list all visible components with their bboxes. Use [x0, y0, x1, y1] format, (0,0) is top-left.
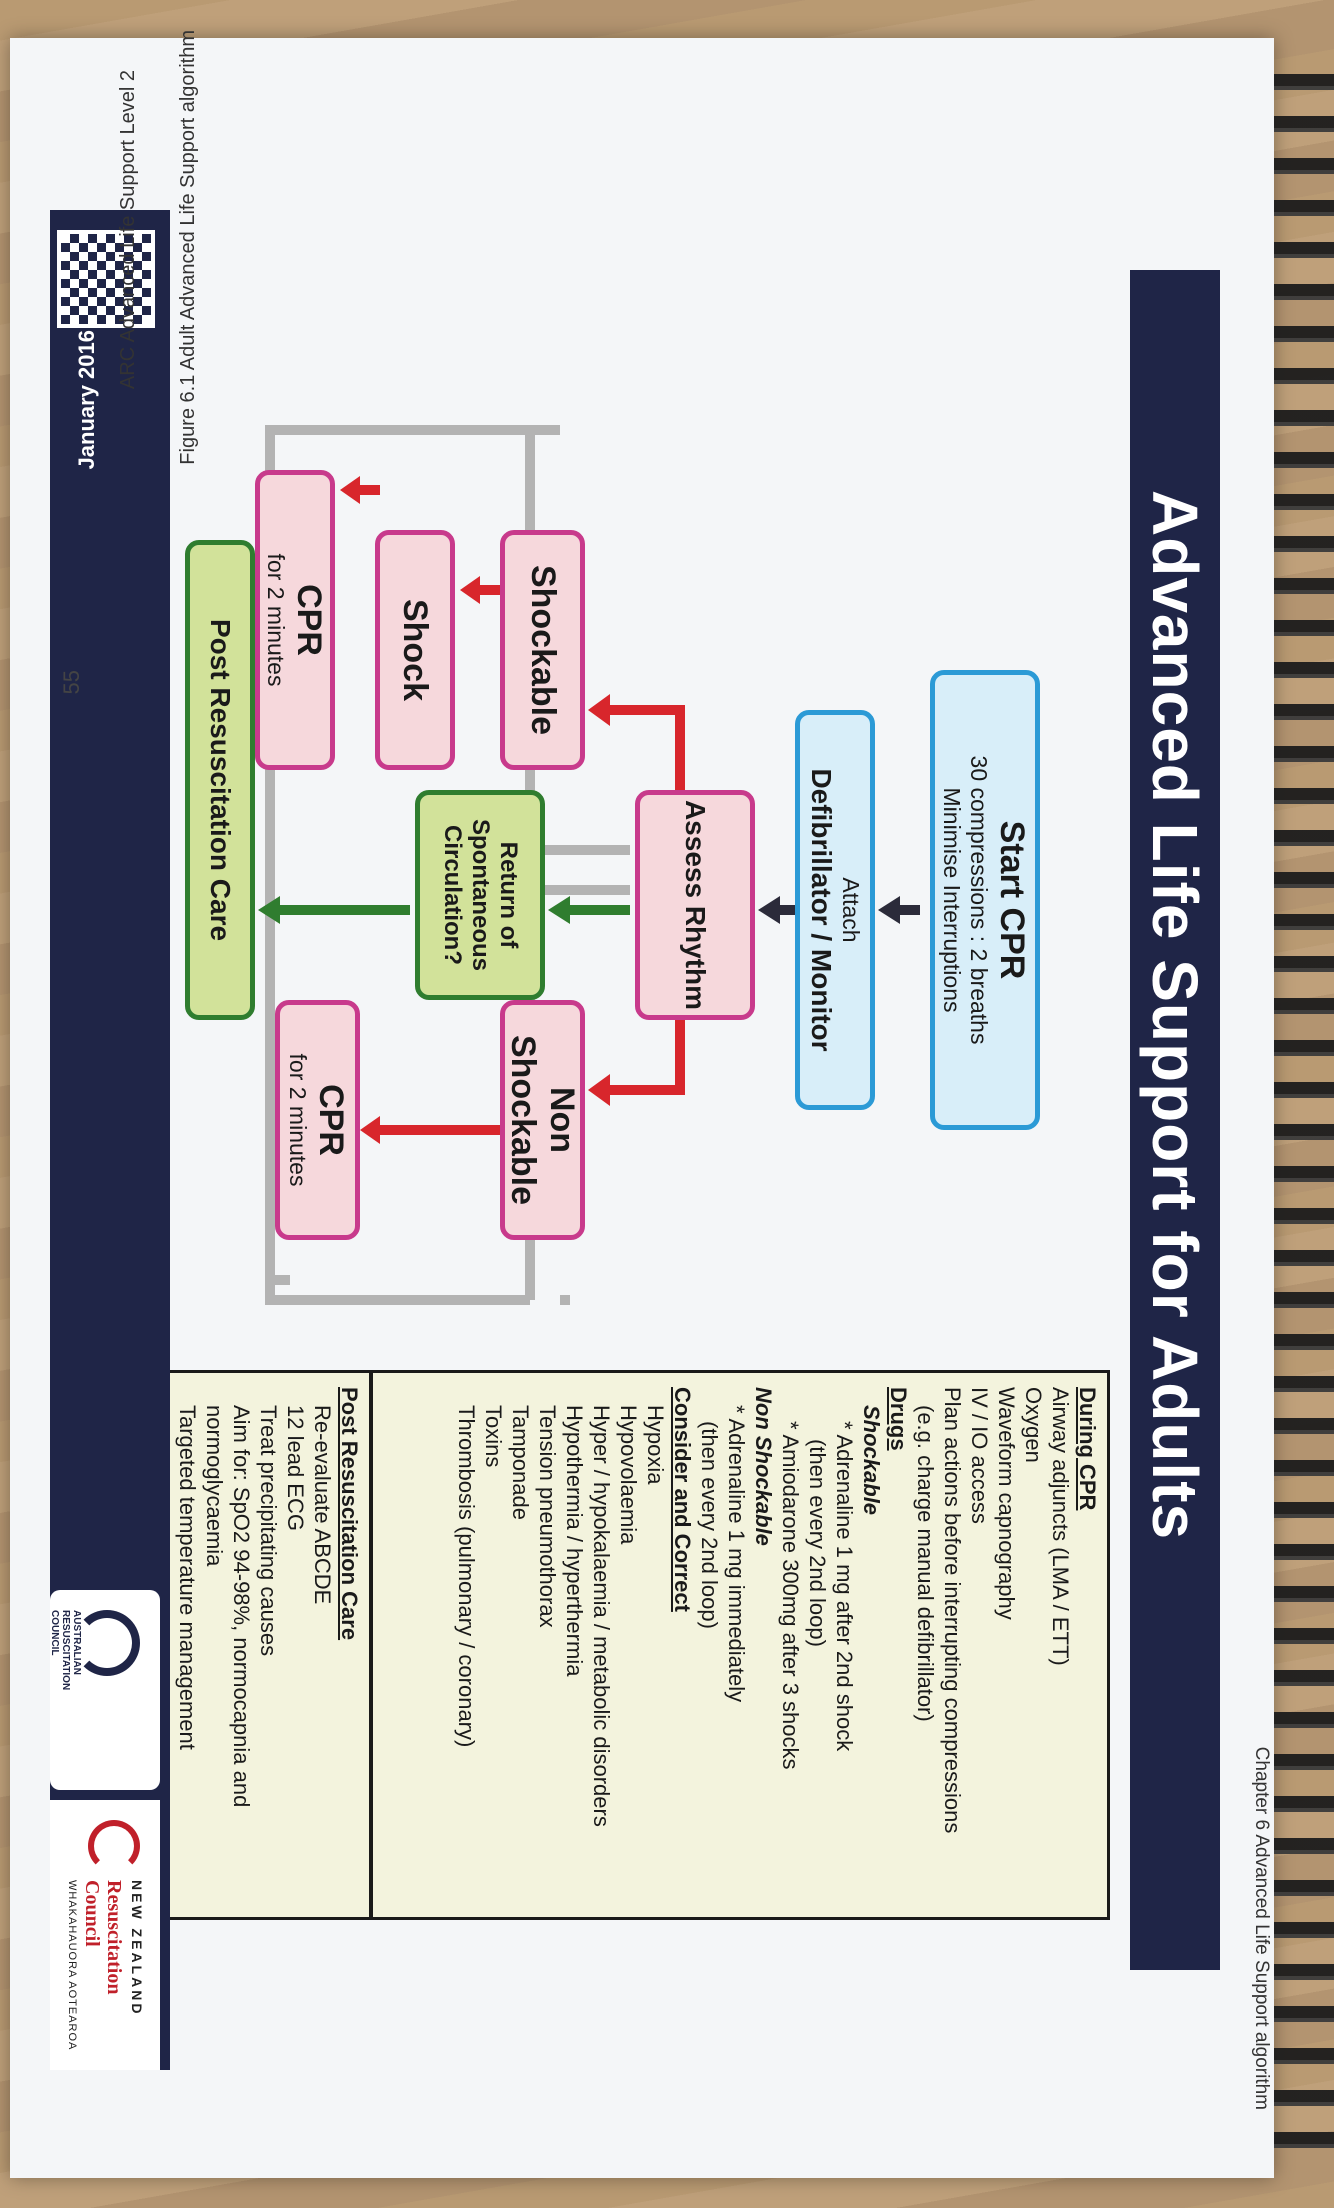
post-care-item: Re-evaluate ABCDE — [310, 1405, 335, 1605]
non-shockable-line2: Shockable — [504, 1034, 543, 1206]
page-number: 55 — [59, 670, 84, 695]
attach-label: Attach — [838, 877, 865, 943]
post-care-item: Targeted temperature management — [175, 1405, 200, 1750]
start-cpr-line1: 30 compressions : 2 breaths — [966, 755, 993, 1045]
rosc-line1: Return of — [495, 841, 522, 949]
consider-item: Hypoxia — [643, 1405, 668, 1485]
consider-heading: Consider and Correct — [670, 1387, 695, 1612]
figure-caption: Figure 6.1 Adult Advanced Life Support a… — [177, 30, 199, 465]
during-cpr-heading: During CPR — [1075, 1387, 1100, 1511]
cpr-left-title: CPR — [290, 584, 328, 656]
post-resuscitation-box: Post Resuscitation Care — [185, 540, 255, 1020]
shockable-label: Shockable — [524, 564, 562, 736]
during-cpr-item: IV / IO access — [967, 1387, 992, 1524]
defibrillator-monitor-label: Defibrillator / Monitor — [806, 768, 838, 1052]
cpr-right-sub: for 2 minutes — [285, 1053, 312, 1187]
post-care-item: Treat precipitating causes — [256, 1405, 281, 1657]
consider-item: Hyper / hypokalaemia / metabolic disorde… — [589, 1405, 614, 1827]
non-shockable-drug-item: * Adrenaline 1 mg immediately — [724, 1405, 749, 1703]
shockable-drug-item: (then every 2nd loop) — [805, 1439, 830, 1647]
during-cpr-item: (e.g. charge manual defibrillator) — [913, 1405, 938, 1722]
arc-name: AUSTRALIAN RESUSCITATION COUNCIL — [49, 1610, 82, 1690]
during-cpr-item: Waveform capnography — [994, 1387, 1019, 1620]
post-resuscitation-label: Post Resuscitation Care — [205, 618, 236, 942]
cpr-left-box: CPR for 2 minutes — [255, 470, 335, 770]
post-care-item: normoglycaemia — [202, 1405, 227, 1567]
shockable-drug-item: * Adrenaline 1 mg after 2nd shock — [832, 1421, 857, 1752]
arc-name-line: AUSTRALIAN — [71, 1610, 82, 1675]
cpr-right-box: CPR for 2 minutes — [275, 1000, 360, 1240]
start-cpr-box: Start CPR 30 compressions : 2 breaths Mi… — [930, 670, 1040, 1130]
footer-bar — [50, 210, 170, 2070]
assess-rhythm-label: Assess Rhythm — [680, 799, 711, 1011]
post-care-item: 12 lead ECG — [283, 1405, 308, 1531]
rosc-line2: Spontaneous — [467, 818, 494, 971]
qr-code — [57, 230, 155, 328]
non-shockable-box: Non Shockable — [500, 1000, 585, 1240]
nzrc-line1: NEW ZEALAND — [129, 1880, 145, 2017]
post-care-item: Aim for: SpO2 94-98%, normocapnia and — [229, 1405, 254, 1808]
shock-label: Shock — [396, 598, 435, 702]
course-title: ARC Advanced Life Support Level 2 — [117, 70, 139, 390]
consider-item: Hypothermia / hyperthermia — [562, 1405, 587, 1677]
assess-rhythm-box: Assess Rhythm — [635, 790, 755, 1020]
cpr-left-sub: for 2 minutes — [263, 553, 289, 687]
during-cpr-item: Plan actions before interrupting compres… — [940, 1387, 965, 1834]
shock-box: Shock — [375, 530, 455, 770]
consider-item: Tamponade — [508, 1405, 533, 1520]
arc-name-line: RESUSCITATION — [60, 1610, 71, 1691]
start-cpr-line2: Minimise Interruptions — [939, 787, 966, 1013]
rosc-box: Return of Spontaneous Circulation? — [415, 790, 545, 1000]
nzrc-line3: WHAKAHAUORA AOTEAROA — [66, 1880, 78, 2051]
rosc-line3: Circulation? — [439, 824, 466, 965]
non-shockable-drugs-heading: Non Shockable — [751, 1387, 776, 1546]
shockable-drugs-heading: Shockable — [859, 1405, 884, 1516]
post-care-heading: Post Resuscitation Care — [337, 1387, 362, 1641]
shockable-drug-item: * Amiodarone 300mg after 3 shocks — [778, 1421, 803, 1770]
attach-defibrillator-box: Attach Defibrillator / Monitor — [795, 710, 875, 1110]
post-care-panel: Post Resuscitation Care Re-evaluate ABCD… — [167, 1370, 372, 1920]
cpr-right-title: CPR — [312, 1084, 351, 1156]
arc-name-line: COUNCIL — [49, 1610, 60, 1656]
during-cpr-panel: During CPR Airway adjuncts (LMA / ETT) O… — [370, 1370, 1110, 1920]
spiral-binding — [1274, 60, 1334, 2150]
consider-item: Hypovolaemia — [616, 1405, 641, 1545]
arc-logo: AUSTRALIAN RESUSCITATION COUNCIL — [49, 1590, 160, 1790]
nzrc-emblem-icon — [88, 1820, 140, 1872]
during-cpr-item: Oxygen — [1021, 1387, 1046, 1463]
consider-item: Tension pneumothorax — [535, 1405, 560, 1628]
drugs-heading: Drugs — [886, 1387, 911, 1451]
algorithm-sheet: Chapter 6 Advanced Life Support algorith… — [40, 30, 1272, 2130]
chapter-header: Chapter 6 Advanced Life Support algorith… — [1251, 1746, 1272, 2110]
during-cpr-item: Airway adjuncts (LMA / ETT) — [1048, 1387, 1073, 1666]
consider-item: Thrombosis (pulmonary / coronary) — [454, 1405, 479, 1748]
date-label: January 2016 — [74, 330, 99, 470]
consider-item: Toxins — [481, 1405, 506, 1468]
arc-emblem-icon — [74, 1610, 140, 1676]
shockable-box: Shockable — [500, 530, 585, 770]
non-shockable-drug-item: (then every 2nd loop) — [697, 1421, 722, 1629]
start-cpr-title: Start CPR — [993, 820, 1032, 980]
nzrc-line2: Resuscitation Council — [81, 1880, 125, 1995]
non-shockable-line1: Non — [543, 1086, 582, 1154]
